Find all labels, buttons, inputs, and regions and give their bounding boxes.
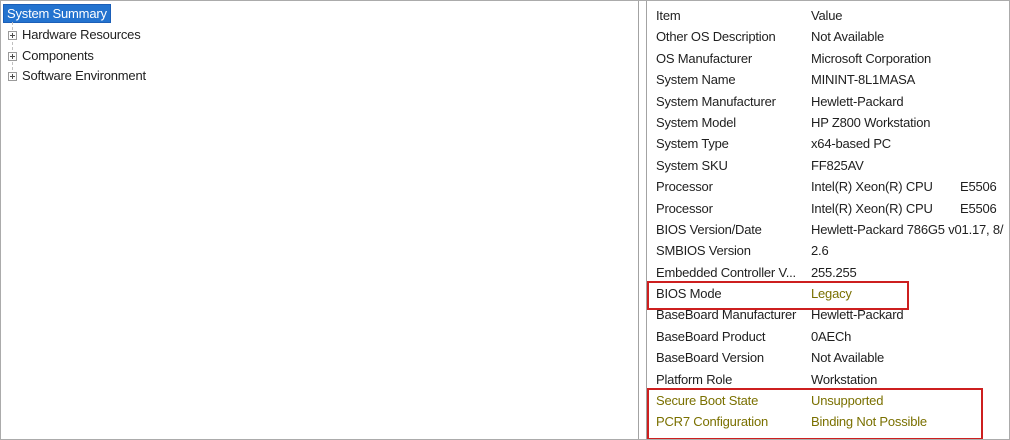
row-value: Hewlett-Packard — [811, 307, 904, 323]
row-value: x64-based PC — [811, 136, 891, 152]
row-item: SMBIOS Version — [656, 243, 751, 259]
tree-item-software-environment[interactable]: Software Environment — [1, 66, 638, 87]
table-row[interactable]: BIOS Mode Legacy — [656, 283, 1009, 304]
row-value: 2.6 — [811, 243, 829, 259]
tree-item-components[interactable]: Components — [1, 46, 638, 67]
tree-item-label: Software Environment — [22, 68, 146, 84]
row-item: BaseBoard Product — [656, 328, 766, 344]
row-value: Binding Not Possible — [811, 414, 927, 430]
tree-connector-line — [12, 22, 13, 75]
row-item: BaseBoard Version — [656, 350, 764, 366]
row-value: Unsupported — [811, 393, 884, 409]
row-value: MININT-8L1MASA — [811, 72, 916, 88]
detail-list-pane: Item Value Other OS Description Not Avai… — [646, 1, 1009, 439]
row-value: Intel(R) Xeon(R) CPU E5506 — [811, 179, 997, 195]
tree-item-hardware-resources[interactable]: Hardware Resources — [1, 25, 638, 46]
row-value: Not Available — [811, 29, 885, 45]
row-item: System Name — [656, 72, 736, 88]
row-item: System SKU — [656, 157, 728, 173]
row-item: Secure Boot State — [656, 393, 759, 409]
tree-item-label: Components — [22, 47, 94, 63]
row-item: Processor — [656, 200, 713, 216]
row-item: System Model — [656, 114, 736, 130]
row-item: Platform Role — [656, 371, 733, 387]
row-value: 255.255 — [811, 264, 857, 280]
table-row[interactable]: BaseBoard Version Not Available — [656, 347, 1009, 368]
table-row[interactable]: SMBIOS Version 2.6 — [656, 240, 1009, 261]
column-header-item[interactable]: Item — [656, 8, 681, 23]
table-row[interactable]: Other OS Description Not Available — [656, 26, 1009, 47]
expand-plus-icon[interactable] — [8, 51, 17, 61]
expand-plus-icon[interactable] — [8, 31, 17, 40]
column-header-value[interactable]: Value — [811, 8, 843, 23]
table-row[interactable]: Processor Intel(R) Xeon(R) CPU E5506 — [656, 176, 1009, 197]
tree-item-system-summary[interactable]: System Summary — [3, 4, 111, 23]
row-item: System Type — [656, 136, 729, 152]
row-item: OS Manufacturer — [656, 50, 752, 66]
row-value: Intel(R) Xeon(R) CPU E5506 — [811, 200, 997, 216]
table-row[interactable]: BaseBoard Manufacturer Hewlett-Packard — [656, 304, 1009, 325]
row-item: Embedded Controller V... — [656, 264, 796, 280]
category-tree-pane: System Summary Hardware Resources Compon… — [1, 1, 639, 439]
row-item: BIOS Version/Date — [656, 221, 762, 237]
table-row[interactable]: OS Manufacturer Microsoft Corporation — [656, 48, 1009, 69]
row-item: Processor — [656, 179, 713, 195]
table-row[interactable]: Processor Intel(R) Xeon(R) CPU E5506 — [656, 198, 1009, 219]
table-row[interactable]: BaseBoard Product 0AECh — [656, 326, 1009, 347]
table-row[interactable]: System SKU FF825AV — [656, 155, 1009, 176]
table-row[interactable]: System Name MININT-8L1MASA — [656, 69, 1009, 90]
column-header-row: Item Value — [656, 5, 1009, 26]
row-value: HP Z800 Workstation — [811, 114, 931, 130]
row-value: Workstation — [811, 371, 878, 387]
table-row[interactable]: System Manufacturer Hewlett-Packard — [656, 91, 1009, 112]
pane-splitter[interactable] — [639, 1, 646, 439]
row-value: FF825AV — [811, 157, 864, 173]
table-row[interactable]: System Model HP Z800 Workstation — [656, 112, 1009, 133]
row-value: Hewlett-Packard 786G5 v01.17, 8/ — [811, 221, 1004, 237]
table-row[interactable]: Secure Boot State Unsupported — [656, 390, 1009, 411]
row-item: Other OS Description — [656, 29, 776, 45]
table-row[interactable]: Embedded Controller V... 255.255 — [656, 262, 1009, 283]
row-item: System Manufacturer — [656, 93, 776, 109]
tree-item-list: Hardware Resources Components Software E… — [1, 25, 638, 87]
row-value: 0AECh — [811, 328, 852, 344]
table-row[interactable]: Platform Role Workstation — [656, 369, 1009, 390]
row-item: PCR7 Configuration — [656, 414, 769, 430]
table-row[interactable]: System Type x64-based PC — [656, 133, 1009, 154]
detail-rows: Other OS Description Not Available OS Ma… — [656, 26, 1009, 432]
row-value: Legacy — [811, 286, 852, 302]
detail-list: Item Value Other OS Description Not Avai… — [656, 5, 1009, 433]
row-item: BaseBoard Manufacturer — [656, 307, 797, 323]
row-value: Not Available — [811, 350, 885, 366]
table-row[interactable]: PCR7 Configuration Binding Not Possible — [656, 411, 1009, 432]
row-value: Hewlett-Packard — [811, 93, 904, 109]
table-row[interactable]: BIOS Version/Date Hewlett-Packard 786G5 … — [656, 219, 1009, 240]
row-value: Microsoft Corporation — [811, 50, 932, 66]
tree-item-label: Hardware Resources — [22, 27, 141, 42]
expand-plus-icon[interactable] — [8, 72, 17, 82]
row-item: BIOS Mode — [656, 286, 722, 302]
